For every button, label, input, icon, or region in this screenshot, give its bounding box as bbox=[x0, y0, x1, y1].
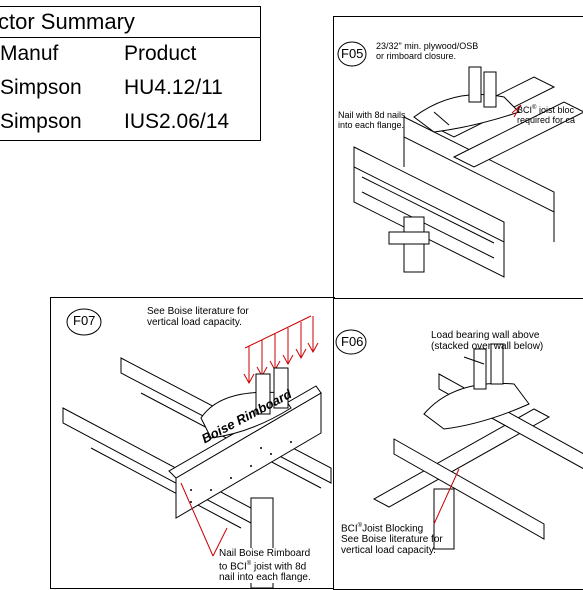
f06-drawing bbox=[335, 329, 583, 550]
f05-note-top: 23/32" min. plywood/OSB or rimboard clos… bbox=[376, 41, 479, 61]
f05-drawing bbox=[337, 41, 583, 278]
f05-note-right: BCI® joist bloc required for ca bbox=[517, 105, 576, 125]
table-title: ctor Summary bbox=[0, 9, 135, 34]
f06-tag: F06 bbox=[341, 334, 364, 349]
f05-note-left: Nail with 8d nails into each flange. bbox=[338, 110, 406, 130]
f07-note-top: See Boise literature for vertical load c… bbox=[147, 306, 249, 328]
f06-note-bottom: BCI®Joist Blocking See Boise literature … bbox=[341, 523, 443, 557]
connector-summary-table: ctor Summary Manuf Product Simpson HU4.1… bbox=[0, 6, 261, 141]
header-manuf: Manuf bbox=[0, 42, 59, 65]
cell-product: IUS2.06/14 bbox=[124, 110, 230, 133]
detail-f06-panel: F06 Load bearing wall above (stacked ove… bbox=[333, 298, 583, 590]
f07-tag: F07 bbox=[73, 313, 96, 328]
table-row: Simpson HU4.12/11 bbox=[0, 72, 260, 106]
cell-manuf: Simpson bbox=[0, 76, 82, 99]
f06-note-top: Load bearing wall above (stacked over wa… bbox=[431, 330, 544, 352]
table-header-row: Manuf Product bbox=[0, 38, 260, 72]
f05-tag: F05 bbox=[341, 46, 364, 61]
cell-product: HU4.12/11 bbox=[124, 76, 223, 99]
f07-note-bottom: Nail Boise Rimboard to BCI® joist with 8… bbox=[219, 548, 311, 584]
header-product: Product bbox=[124, 42, 197, 65]
table-title-row: ctor Summary bbox=[0, 7, 260, 38]
detail-f05-panel: F05 23/32" min. plywood/OSB or rimboard … bbox=[333, 16, 583, 301]
f07-drawing bbox=[62, 308, 332, 588]
cell-manuf: Simpson bbox=[0, 110, 82, 133]
table-row: Simpson IUS2.06/14 bbox=[0, 106, 260, 140]
detail-f07-panel: F07 See Boise literature for vertical lo… bbox=[50, 297, 335, 589]
